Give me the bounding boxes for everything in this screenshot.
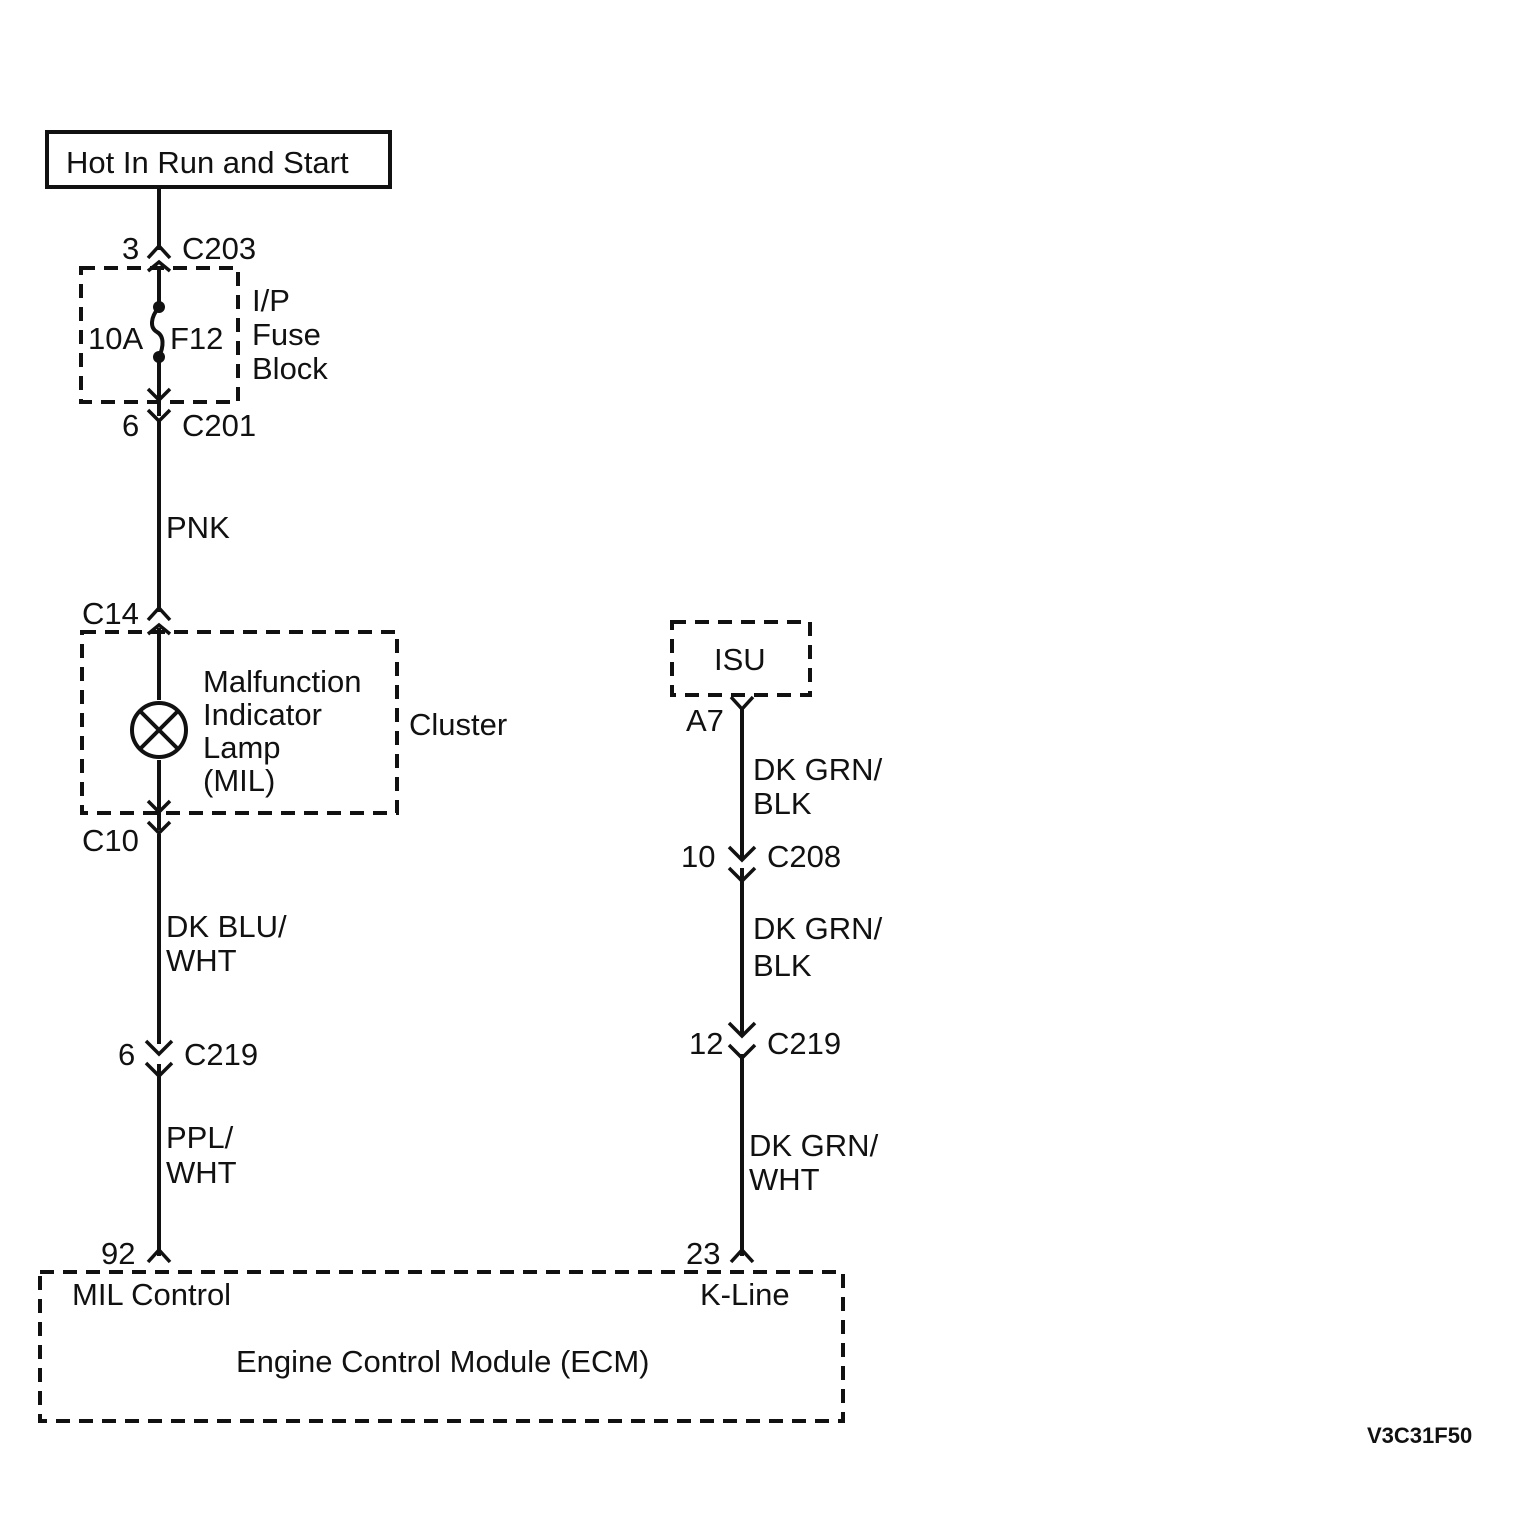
connector-c208-female: [727, 845, 757, 863]
fuse-block-label-2: Fuse: [252, 317, 321, 352]
connector-c10-male: [146, 820, 172, 836]
ecm-k-line-label: K-Line: [700, 1277, 790, 1312]
wire-pnk-label: PNK: [166, 510, 230, 545]
wire-dk-grn-blk-a-label-1: DK GRN/: [753, 752, 883, 787]
connector-c201-male: [146, 408, 172, 424]
connector-c219-left-pin: 6: [118, 1037, 135, 1072]
figure-id: V3C31F50: [1367, 1423, 1472, 1448]
fuse-block-outline: [79, 266, 240, 404]
connector-c208-pin: 10: [681, 839, 715, 874]
connector-c203-pin: 3: [122, 231, 139, 266]
power-source-box: [45, 130, 392, 189]
connector-c14-name: C14: [82, 596, 139, 631]
ecm-pin-23: 23: [686, 1236, 720, 1271]
connector-c201-female: [146, 387, 172, 403]
wire-dk-grn-wht-label-2: WHT: [749, 1162, 820, 1197]
connector-c208-male: [727, 866, 757, 884]
wire-ppl-wht-label-1: PPL/: [166, 1120, 234, 1155]
lamp-label-4: (MIL): [203, 763, 275, 798]
lamp-label-3: Lamp: [203, 730, 281, 765]
wire-dk-grn-wht-label-1: DK GRN/: [749, 1128, 879, 1163]
wire-dk-grn-blk-b-label-1: DK GRN/: [753, 911, 883, 946]
connector-c10-female: [146, 799, 172, 815]
connector-c219-left-male: [144, 1061, 174, 1079]
isu-label: ISU: [714, 642, 766, 677]
fuse-rating: 10A: [88, 321, 143, 356]
connector-a7: [729, 695, 755, 712]
connector-c219-right-female: [727, 1021, 757, 1039]
lamp-label-2: Indicator: [203, 697, 322, 732]
connector-a7-name: A7: [686, 703, 724, 738]
connector-c219-right-pin: 12: [689, 1026, 723, 1061]
ecm-title: Engine Control Module (ECM): [236, 1344, 650, 1379]
wire-ppl-wht-label-2: WHT: [166, 1155, 237, 1190]
connector-c208-name: C208: [767, 839, 841, 874]
cluster-label: Cluster: [409, 707, 507, 742]
wire-dk-blu-wht-label-2: WHT: [166, 943, 237, 978]
fuse-block-label-1: I/P: [252, 283, 290, 318]
ecm-outline: [38, 1270, 845, 1423]
connector-c219-left-female: [144, 1039, 174, 1057]
connector-c219-right-name: C219: [767, 1026, 841, 1061]
connector-c14-female: [146, 605, 172, 622]
connector-c203-female: [146, 243, 172, 260]
lamp-icon: [130, 701, 188, 759]
fuse-id: F12: [170, 321, 223, 356]
connector-c201-pin: 6: [122, 408, 139, 443]
fuse-block-label-3: Block: [252, 351, 328, 386]
connector-c10-name: C10: [82, 823, 139, 858]
isu-outline: [670, 620, 812, 697]
lamp-label-1: Malfunction: [203, 664, 362, 699]
wire-dk-blu-wht-label-1: DK BLU/: [166, 909, 287, 944]
connector-c203-name: C203: [182, 231, 256, 266]
connector-c219-right-male: [727, 1043, 757, 1061]
fuse-icon: [150, 305, 165, 358]
wire-dk-grn-blk-b-label-2: BLK: [753, 948, 812, 983]
connector-c219-left-name: C219: [184, 1037, 258, 1072]
ecm-pin-92: 92: [101, 1236, 135, 1271]
ecm-mil-control-label: MIL Control: [72, 1277, 231, 1312]
cluster-outline: [80, 630, 399, 815]
wire-dk-grn-blk-a-label-2: BLK: [753, 786, 812, 821]
ecm-pin-23-connector: [729, 1247, 755, 1264]
power-source-label: Hot In Run and Start: [66, 145, 349, 180]
ecm-pin-92-connector: [146, 1247, 172, 1264]
connector-c201-name: C201: [182, 408, 256, 443]
